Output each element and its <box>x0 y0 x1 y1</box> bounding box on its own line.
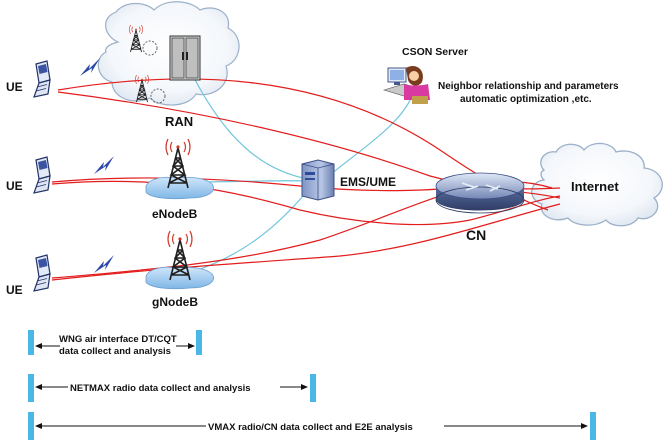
vmax-span: VMAX radio/CN data collect and E2E analy… <box>28 412 596 440</box>
cson-operator-icon <box>382 65 430 104</box>
cson-note-line-1: Neighbor relationship and parameters <box>438 81 619 92</box>
wng-span-end-bar <box>196 330 202 355</box>
cn-label: CN <box>466 227 486 243</box>
cabinet-icon <box>169 35 201 81</box>
ue-1-label: UE <box>6 80 23 94</box>
enodeb-water-icon <box>145 176 214 200</box>
vmax-span-start-bar <box>28 412 34 440</box>
vmax-span-text: VMAX radio/CN data collect and E2E analy… <box>208 422 413 433</box>
netmax-span: NETMAX radio data collect and analysis <box>28 374 316 402</box>
vmax-span-end-bar <box>590 412 596 440</box>
netmax-span-end-bar <box>310 374 316 402</box>
wng-span-start-bar <box>28 330 34 355</box>
ue-phone-1-icon <box>33 60 51 98</box>
radio-link-2-icon <box>94 156 114 174</box>
wng-span-text-1: WNG air interface DT/CQT <box>59 334 177 345</box>
gnodeb-label: gNodeB <box>152 295 198 309</box>
radio-link-1-icon <box>80 58 100 76</box>
cson-note-line-2: automatic optimization ,etc. <box>460 94 592 105</box>
wng-span: WNG air interface DT/CQT data collect an… <box>28 330 202 357</box>
internet-cloud-icon <box>531 142 663 227</box>
ue-phone-2-icon <box>33 156 51 194</box>
ran-cloud-icon <box>97 1 240 106</box>
netmax-span-text: NETMAX radio data collect and analysis <box>70 383 251 394</box>
ran-label: RAN <box>165 114 193 129</box>
ue-phone-3-icon <box>33 254 51 292</box>
netmax-span-start-bar <box>28 374 34 402</box>
ems-server-icon <box>301 159 335 201</box>
management-links <box>189 69 413 273</box>
gnodeb-water-icon <box>145 266 214 290</box>
enodeb-label: eNodeB <box>152 207 198 221</box>
radio-link-3-icon <box>94 255 114 273</box>
wng-span-text-2: data collect and analysis <box>59 346 171 357</box>
cson-server-label: CSON Server <box>402 46 468 58</box>
ue-2-label: UE <box>6 179 23 193</box>
internet-label: Internet <box>571 179 619 194</box>
ems-label: EMS/UME <box>340 175 396 189</box>
ue-3-label: UE <box>6 283 23 297</box>
cn-router-icon <box>435 172 525 214</box>
ran-chip-icon <box>142 40 166 104</box>
